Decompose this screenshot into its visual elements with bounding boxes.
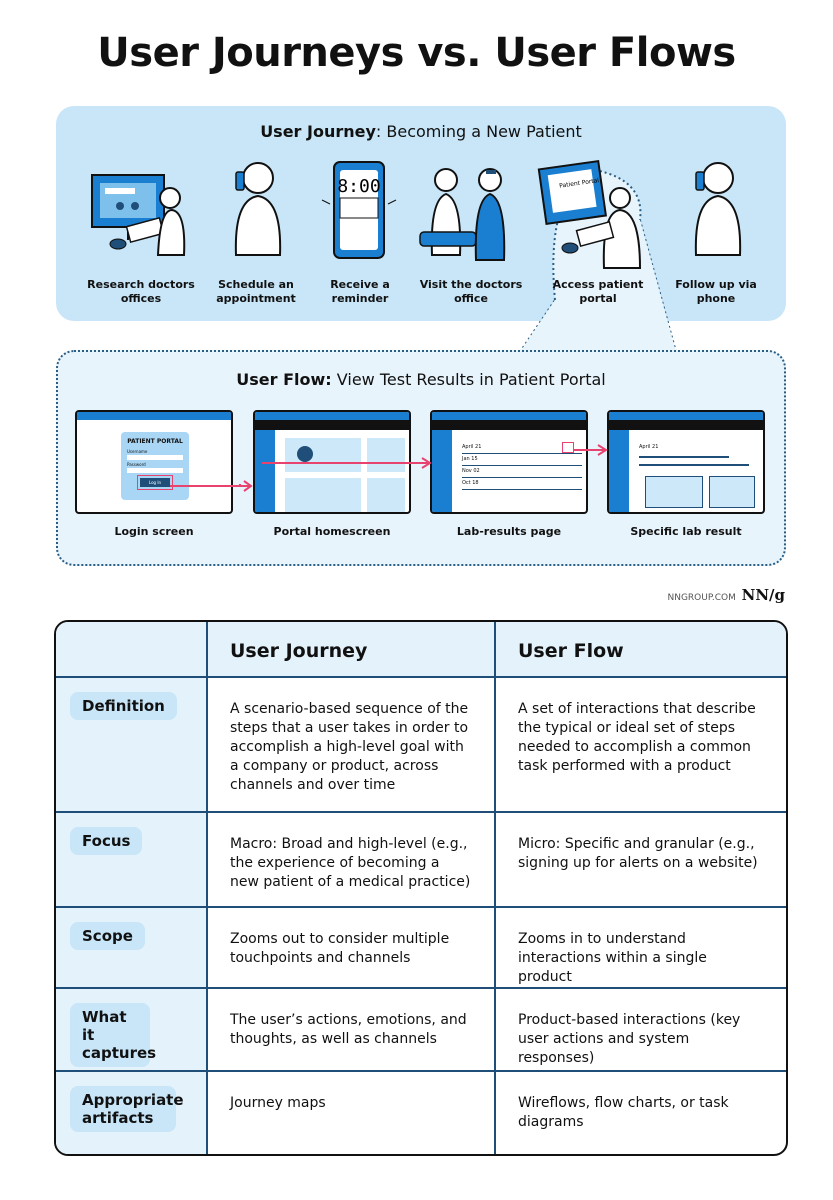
journey-step-portal: Access patient portal bbox=[552, 278, 644, 305]
flow-screen-label-result: Specific lab result bbox=[630, 525, 742, 538]
user-journey-heading: User Journey: Becoming a New Patient bbox=[56, 122, 786, 141]
journey-step-schedule: Schedule an appointment bbox=[216, 278, 296, 305]
password-field bbox=[127, 468, 183, 473]
journey-step-followup: Follow up via phone bbox=[675, 278, 757, 305]
username-field bbox=[127, 455, 183, 460]
user-flow-heading-bold: User Flow: bbox=[236, 370, 332, 389]
table-row: Scope Zooms out to consider multiple tou… bbox=[56, 908, 786, 989]
specific-result-wireframe: April 21 bbox=[607, 410, 765, 514]
phone-reminder-icon: 8:00 bbox=[321, 161, 397, 259]
scope-flow: Zooms in to understand interactions with… bbox=[496, 908, 786, 989]
patient-portal-icon: Patient Portal bbox=[537, 159, 642, 269]
table-header-row: User Journey User Flow bbox=[56, 622, 786, 678]
lab-date-row: Jan 15 bbox=[462, 454, 582, 466]
login-button: Log In bbox=[137, 475, 173, 490]
flow-arrows bbox=[170, 444, 608, 492]
col-header-flow: User Flow bbox=[496, 622, 786, 678]
row-label-artifacts: Appropriate artifacts bbox=[70, 1086, 184, 1132]
journey-step-reminder: Receive a reminder bbox=[330, 278, 390, 305]
row-label-captures: What it captures bbox=[70, 1003, 156, 1067]
result-table-icon bbox=[709, 476, 755, 508]
user-journey-heading-bold: User Journey bbox=[260, 122, 376, 141]
flow-screen-label-home: Portal homescreen bbox=[273, 525, 391, 538]
nng-logo: NN/g bbox=[741, 586, 785, 604]
lab-results-wireframe: April 21 Jan 15 Nov 02 Oct 18 bbox=[430, 410, 588, 514]
row-label-definition: Definition bbox=[70, 692, 177, 720]
result-highlight-icon bbox=[562, 442, 574, 453]
table-row: What it captures The user’s actions, emo… bbox=[56, 989, 786, 1072]
login-title: PATIENT PORTAL bbox=[127, 438, 183, 445]
user-journey-heading-rest: : Becoming a New Patient bbox=[375, 122, 582, 141]
result-chart-icon bbox=[645, 476, 703, 508]
focus-flow: Micro: Specific and granular (e.g., sign… bbox=[496, 813, 786, 908]
row-label-focus: Focus bbox=[70, 827, 143, 855]
doctor-visit-icon bbox=[419, 168, 506, 261]
focus-journey: Macro: Broad and high-level (e.g., the e… bbox=[208, 813, 496, 908]
credit-site: NNGROUP.COM bbox=[667, 593, 736, 603]
login-panel: PATIENT PORTAL Username Password Log In bbox=[121, 432, 189, 500]
user-flow-heading-rest: View Test Results in Patient Portal bbox=[331, 370, 606, 389]
artifacts-flow: Wireflows, flow charts, or task diagrams bbox=[518, 1095, 729, 1130]
table-row: Appropriate artifacts Journey maps Wiref… bbox=[56, 1072, 786, 1154]
user-flow-heading: User Flow: View Test Results in Patient … bbox=[58, 370, 784, 389]
lab-date-row: Nov 02 bbox=[462, 466, 582, 478]
artifacts-journey: Journey maps bbox=[208, 1072, 496, 1154]
lab-date-row: Oct 18 bbox=[462, 478, 582, 490]
login-screen-wireframe: PATIENT PORTAL Username Password Log In bbox=[75, 410, 233, 514]
username-label: Username bbox=[127, 449, 148, 454]
lab-date-list: April 21 Jan 15 Nov 02 Oct 18 bbox=[462, 442, 582, 490]
result-date: April 21 bbox=[639, 444, 659, 450]
journey-illustrations: 8:00 Patient Portal bbox=[91, 159, 742, 269]
flow-screen-label-lab: Lab-results page bbox=[456, 525, 562, 538]
person-phone-icon bbox=[234, 162, 282, 256]
row-label-scope: Scope bbox=[70, 922, 145, 950]
definition-flow: A set of interactions that describe the … bbox=[496, 678, 786, 813]
page-title: User Journeys vs. User Flows bbox=[97, 30, 736, 76]
scope-journey: Zooms out to consider multiple touchpoin… bbox=[208, 908, 496, 989]
captures-journey: The user’s actions, emotions, and though… bbox=[208, 989, 496, 1072]
captures-flow: Product-based interactions (key user act… bbox=[496, 989, 786, 1072]
table-row: Focus Macro: Broad and high-level (e.g.,… bbox=[56, 813, 786, 908]
person-followup-phone-icon bbox=[694, 162, 742, 256]
table-row: Definition A scenario-based sequence of … bbox=[56, 678, 786, 813]
computer-research-icon bbox=[91, 174, 186, 256]
journey-step-research: Research doctors offices bbox=[87, 278, 195, 305]
table-corner-cell bbox=[56, 622, 208, 678]
flow-screen-label-login: Login screen bbox=[114, 525, 194, 538]
credit: NNGROUP.COM NN/g bbox=[667, 586, 785, 604]
col-header-journey: User Journey bbox=[208, 622, 496, 678]
lab-date-row: April 21 bbox=[462, 442, 582, 454]
journey-step-visit: Visit the doctors office bbox=[419, 278, 523, 305]
comparison-table: User Journey User Flow Definition A scen… bbox=[54, 620, 788, 1156]
definition-journey: A scenario-based sequence of the steps t… bbox=[208, 678, 496, 813]
clock-time: 8:00 bbox=[337, 176, 380, 197]
password-label: Password bbox=[127, 462, 146, 467]
